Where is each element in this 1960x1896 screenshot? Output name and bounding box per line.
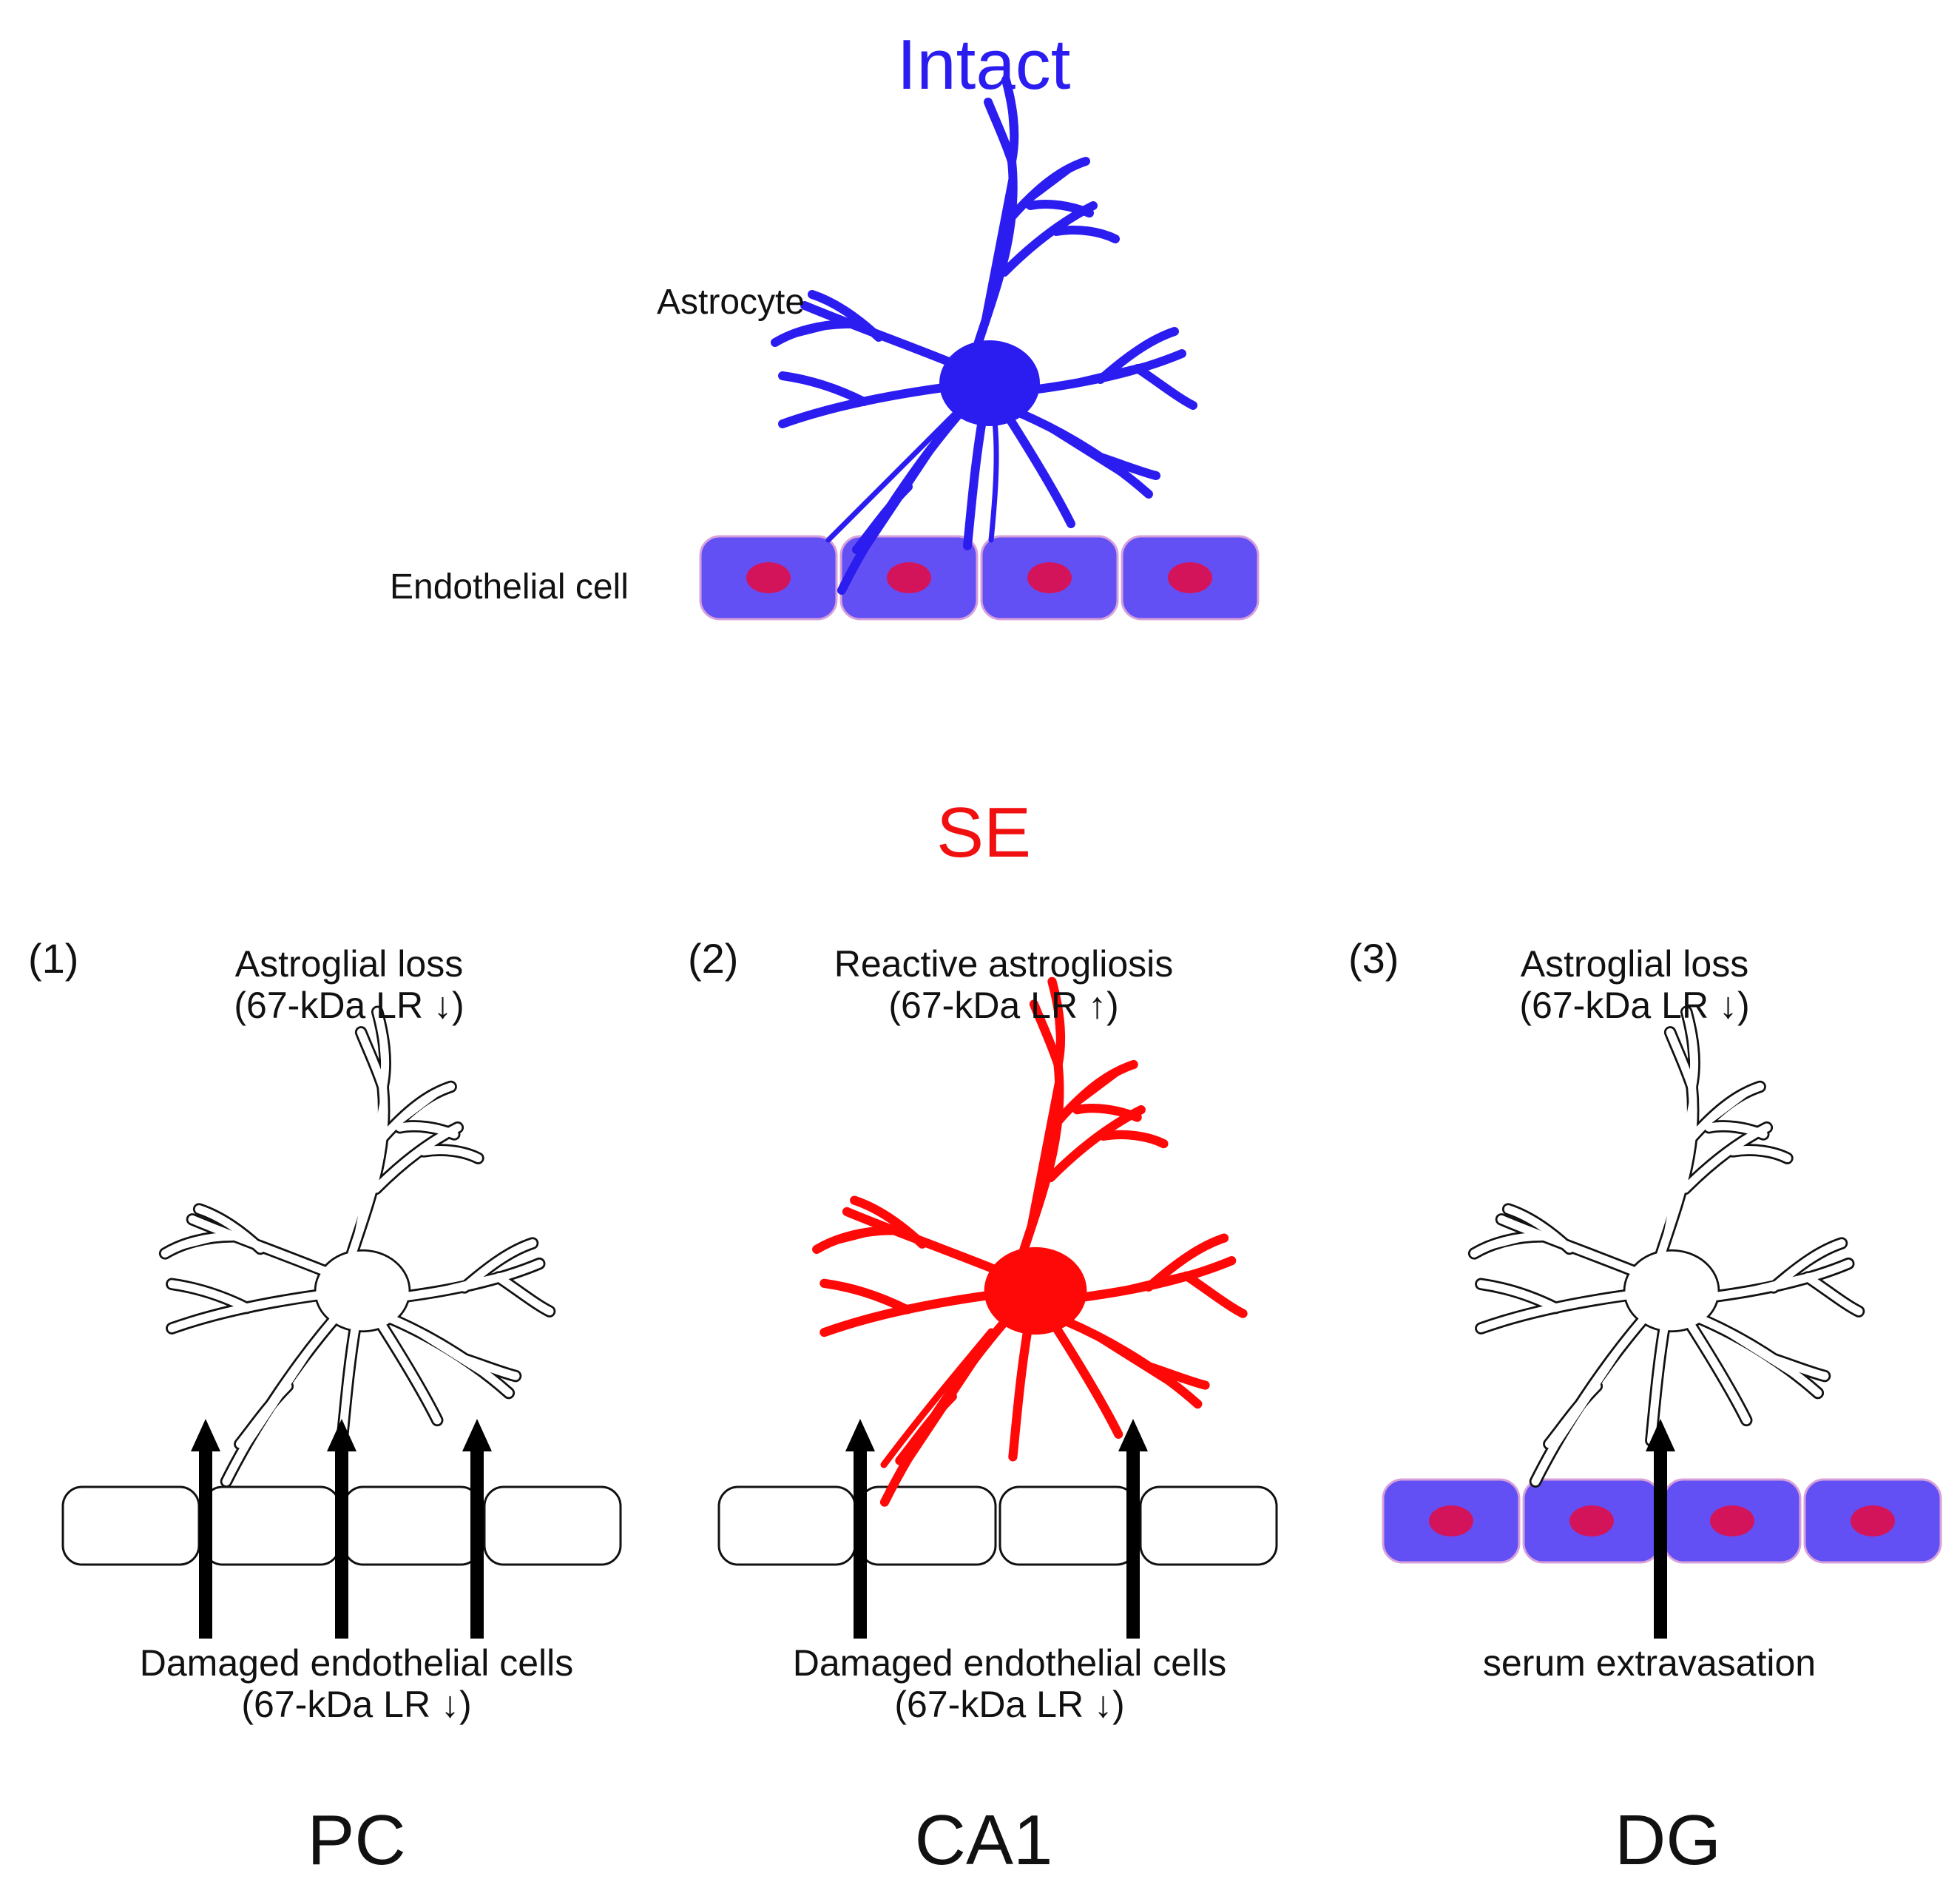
panel-1-region-label: PC [307,1801,406,1880]
panel-1-astro-caption-line1: Astroglial loss [234,943,464,985]
panel-3-astro-caption-line2: (67-kDa LR ↓) [1519,985,1750,1026]
panel-1-number: (1) [28,935,79,982]
dg-endothelial-nucleus-1 [1429,1505,1473,1536]
panel-3-region-label: DG [1615,1801,1721,1880]
ca1-endfoot [880,1328,995,1468]
intact-endothelial-nucleus-3 [1027,562,1072,593]
pc-damaged-endothelial-cell-4 [483,1485,622,1566]
intact-endothelial-nucleus-1 [746,562,791,593]
pc-arrow-3 [462,1419,492,1639]
ca1-damaged-endothelial-cell-1 [717,1485,856,1566]
endothelial-cell-label: Endothelial cell [390,567,629,607]
ca1-arrow-1 [845,1419,875,1639]
panel-2-number: (2) [688,935,739,982]
pc-arrow-1 [191,1419,220,1639]
panel-2-region-label: CA1 [914,1801,1053,1880]
dg-endothelial-nucleus-3 [1710,1505,1754,1536]
intact-endothelial-cell-2 [839,535,979,621]
panel-2-bottom-caption-line1: Damaged endothelial cells [792,1642,1227,1684]
ca1-arrow-2 [1118,1419,1148,1639]
intact-endothelial-cell-4 [1121,535,1260,621]
se-title: SE [936,793,1032,872]
dg-endothelial-cell-2 [1522,1478,1661,1564]
dg-endothelial-cell-3 [1663,1478,1802,1564]
dg-endothelial-cell-1 [1382,1478,1521,1564]
panel-3-astro-caption-line1: Astroglial loss [1520,943,1749,985]
dg-endothelial-nucleus-4 [1851,1505,1895,1536]
pc-damaged-endothelial-cell-2 [202,1485,341,1566]
panel-2-astro-caption-line2: (67-kDa LR ↑) [888,985,1119,1026]
panel-3-number: (3) [1348,935,1399,982]
panel-3-bottom-caption-line1: serum extravasation [1482,1642,1817,1684]
dg-astrocyte-outline [1474,1012,1859,1482]
dg-endothelial-nucleus-2 [1569,1505,1614,1536]
panel-2-astro-caption-line1: Reactive astrogliosis [834,943,1174,985]
panel-2-bottom-caption-line2: (67-kDa LR ↓) [894,1684,1125,1725]
intact-title: Intact [896,25,1071,104]
ca1-reactive-astrocyte [817,982,1243,1502]
intact-astrocyte [775,80,1193,590]
astrocyte-label: Astrocyte [657,283,805,322]
intact-endothelial-nucleus-2 [887,562,931,593]
intact-endfoot-1 [825,411,957,543]
pc-arrow-2 [327,1419,356,1639]
pc-astrocyte-outline [165,1012,550,1482]
ca1-damaged-endothelial-cell-3 [998,1485,1138,1566]
ca1-damaged-endothelial-cell-4 [1139,1485,1278,1566]
panel-1-bottom-caption-line1: Damaged endothelial cells [139,1642,574,1684]
intact-endfoot-2 [988,419,999,543]
ca1-damaged-endothelial-cell-2 [858,1485,997,1566]
dg-endothelial-cell-4 [1803,1478,1942,1564]
dg-serum-arrow [1646,1419,1675,1639]
panel-1-bottom-caption-line2: (67-kDa LR ↓) [241,1684,472,1725]
pc-damaged-endothelial-cell-3 [342,1485,481,1566]
pc-damaged-endothelial-cell-1 [61,1485,200,1566]
intact-endothelial-nucleus-4 [1168,562,1212,593]
intact-endothelial-cell-1 [699,535,838,621]
intact-endothelial-cell-3 [980,535,1119,621]
panel-1-astro-caption-line2: (67-kDa LR ↓) [234,985,464,1026]
